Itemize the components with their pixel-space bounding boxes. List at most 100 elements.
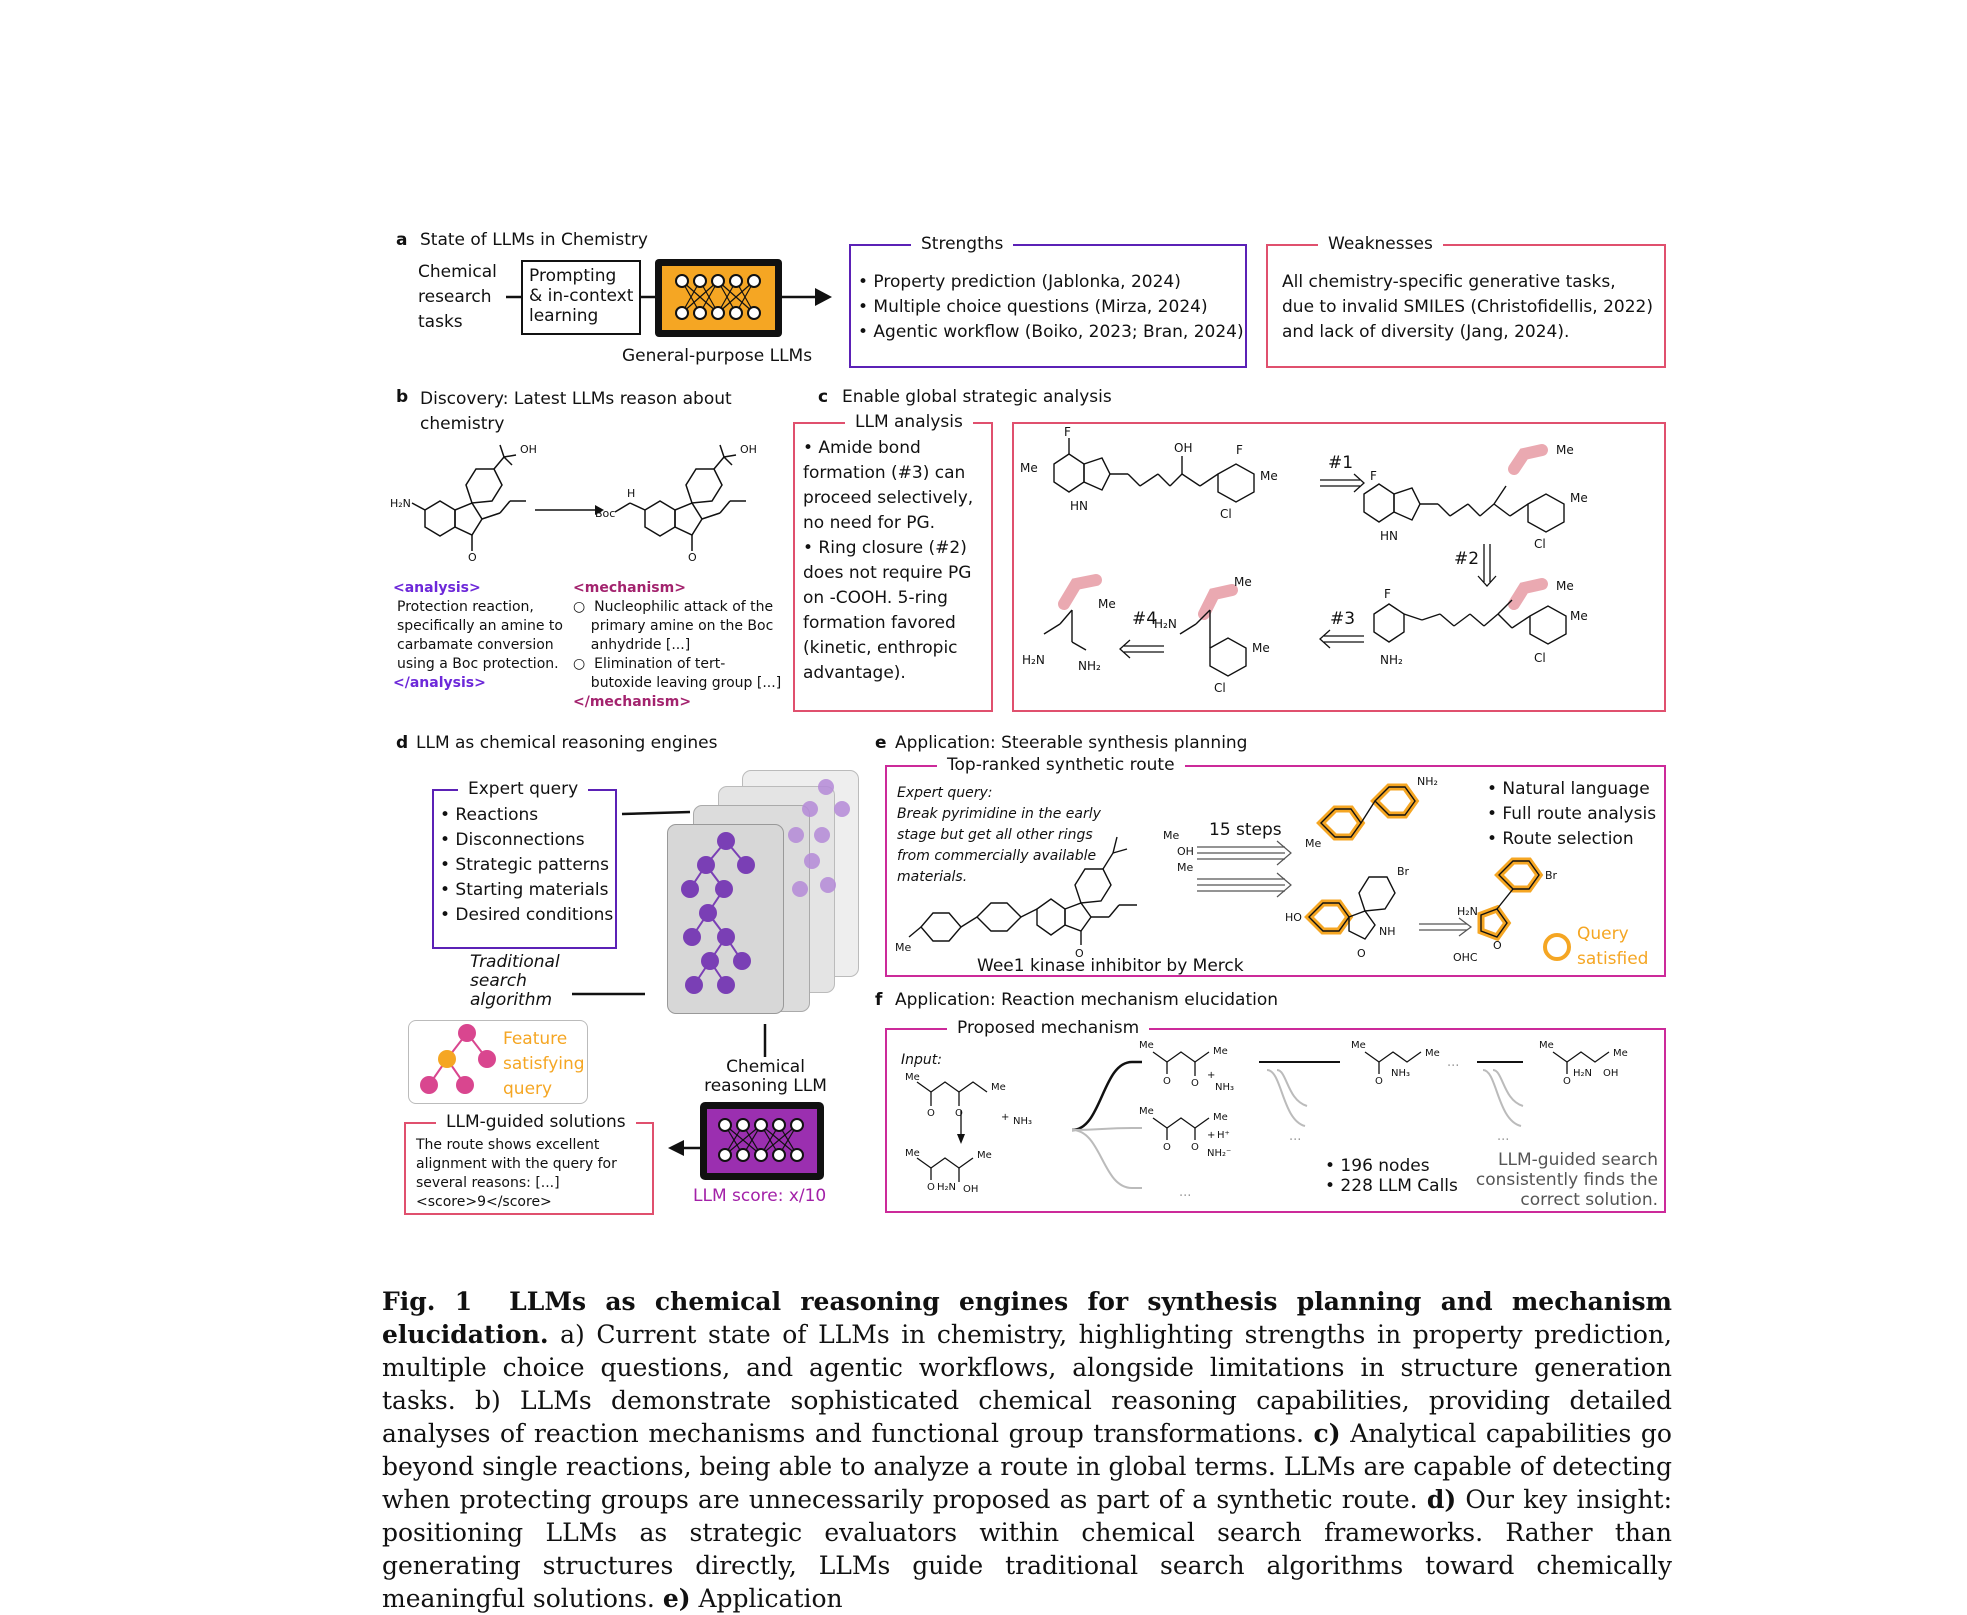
reasoning-llm-chip-icon	[700, 1102, 824, 1180]
analysis-block: <analysis> Protection reaction, specific…	[393, 580, 563, 691]
atom-label: OH	[740, 443, 757, 456]
atom-label: OHC	[1453, 951, 1478, 964]
query-satisfied-icon	[1543, 933, 1571, 961]
atom-label: O	[1191, 1142, 1199, 1153]
route-planning-title: Top-ranked synthetic route	[937, 755, 1185, 775]
atom-label: Me	[1570, 609, 1588, 623]
atom-label: NH₂	[1417, 775, 1438, 788]
atom-label: O	[1563, 1076, 1571, 1087]
search-tree-icon	[681, 832, 755, 994]
atom-label: Me	[1177, 861, 1193, 874]
panel-d-label: d	[396, 733, 409, 753]
atom-label: Me	[1425, 1048, 1440, 1059]
atom-label: O	[927, 1182, 935, 1193]
atom-label: Cl	[1534, 537, 1546, 551]
atom-label: H₂N	[1573, 1068, 1592, 1079]
atom-label: NH	[1379, 925, 1396, 938]
figure-caption: Fig. 1 LLMs as chemical reasoning engine…	[382, 1285, 1672, 1615]
panel-c-label: c	[818, 387, 829, 407]
mechanism-title: Proposed mechanism	[947, 1018, 1150, 1038]
expert-query-text: Expert query: Break pyrimidine in the ea…	[897, 785, 1101, 885]
atom-label: O	[1163, 1142, 1171, 1153]
atom-label: H₂N	[1457, 905, 1478, 918]
atom-label: +	[1207, 1130, 1215, 1141]
atom-label: Me	[977, 1150, 992, 1161]
atom-label: +	[1207, 1070, 1215, 1081]
panel-d-connectors	[572, 810, 767, 1156]
atom-label: Me	[895, 941, 911, 954]
atom-label: Me	[1139, 1040, 1154, 1051]
atom-label: H⁺	[1217, 1130, 1230, 1141]
weaknesses-box: Weaknesses All chemistry-specific genera…	[1266, 234, 1666, 368]
panel-b-title: Discovery: Latest LLMs reason about chem…	[420, 389, 732, 434]
atom-label: H₂N	[937, 1182, 956, 1193]
ellipsis: ...	[1289, 1129, 1301, 1144]
atom-label: O	[1375, 1076, 1383, 1087]
caption-label-c: c)	[1313, 1419, 1341, 1448]
atom-label: Me	[1556, 443, 1574, 457]
atom-label: HO	[1285, 911, 1302, 924]
strengths-title: Strengths	[911, 234, 1014, 254]
atom-label: Me	[1139, 1106, 1154, 1117]
atom-label: Me	[1098, 597, 1116, 611]
atom-label: O	[468, 551, 477, 564]
query-satisfied-label: Query satisfied	[1577, 924, 1649, 969]
atom-label: HN	[1380, 529, 1398, 543]
atom-label: Me	[1252, 641, 1270, 655]
caption-text-c: Analytical capabilities go beyond single…	[382, 1419, 1672, 1514]
prompting-box: Prompting & in-context learning	[521, 260, 641, 335]
atom-label: O	[1493, 939, 1502, 952]
atom-label: H	[627, 487, 635, 500]
ellipsis: ...	[1447, 1055, 1459, 1070]
atom-label: +	[1001, 1112, 1009, 1123]
atom-label: O	[1357, 947, 1366, 960]
atom-label: Me	[1613, 1048, 1628, 1059]
general-llm-label: General-purpose LLMs	[622, 346, 813, 366]
atom-label: F	[1236, 443, 1243, 457]
weaknesses-title: Weaknesses	[1318, 234, 1443, 254]
caption-label-d: d)	[1426, 1485, 1457, 1514]
route-features: • Natural language • Full route analysis…	[1487, 779, 1657, 849]
solutions-title: LLM-guided solutions	[436, 1112, 636, 1132]
route-svg: #1 #2 #3 #4 Me F HN OH Me Cl F F HN Me M…	[1020, 425, 1588, 695]
atom-label: Boc	[595, 507, 615, 520]
input-label: Input:	[901, 1052, 942, 1068]
atom-label: O	[1191, 1078, 1199, 1089]
atom-label: OH	[520, 443, 537, 456]
strengths-box: Strengths • Property prediction (Jablonk…	[849, 234, 1247, 368]
atom-label: Me	[1213, 1112, 1228, 1123]
feature-card: Feature satisfying query	[408, 1020, 588, 1104]
atom-label: H₂N	[1022, 653, 1045, 667]
atom-label: Br	[1397, 865, 1410, 878]
route-planning-box: Top-ranked synthetic route Expert query:…	[885, 755, 1666, 977]
atom-label: OH	[1174, 441, 1192, 455]
atom-label: Me	[991, 1082, 1006, 1093]
llm-score-label: LLM score: x/10	[693, 1186, 827, 1206]
atom-label: HN	[1070, 499, 1088, 513]
atom-label: Me	[1305, 837, 1321, 850]
mechanism-svg: Me Me O O + NH₃ Me Me O H₂N OH Me Me O O…	[905, 1040, 1628, 1200]
step-label: #3	[1330, 609, 1355, 629]
step-label: #2	[1454, 549, 1479, 569]
atom-label: NH₃	[1013, 1116, 1032, 1127]
atom-label: NH₂⁻	[1207, 1148, 1231, 1159]
panel-f-title: Application: Reaction mechanism elucidat…	[895, 990, 1279, 1010]
atom-label: O	[927, 1108, 935, 1119]
panel-c-title: Enable global strategic analysis	[842, 387, 1112, 407]
figure-label: Fig. 1	[382, 1287, 473, 1316]
caption-text-e: Application	[698, 1584, 843, 1613]
step-label: #1	[1328, 453, 1353, 473]
atom-label: Me	[1213, 1046, 1228, 1057]
atom-label: Cl	[1214, 681, 1226, 695]
target-label: Wee1 kinase inhibitor by Merck	[977, 956, 1244, 976]
route-planning-svg: Me OH Me Me O Wee1 kinase inhibitor by M…	[895, 775, 1571, 976]
mechanism-box: Proposed mechanism Input:	[885, 1018, 1666, 1213]
caption-label-e: e)	[662, 1584, 691, 1613]
mechanism-block: <mechanism> ○ Nucleophilic attack of the…	[573, 580, 782, 710]
atom-label: OH	[1603, 1068, 1618, 1079]
atom-label: H₂N	[390, 497, 411, 510]
atom-label: NH₃	[1215, 1082, 1234, 1093]
atom-label: Me	[1539, 1040, 1554, 1051]
llm-analysis-title: LLM analysis	[845, 412, 973, 432]
caption-title: LLMs as chemical reasoning engines for s…	[382, 1287, 1672, 1349]
